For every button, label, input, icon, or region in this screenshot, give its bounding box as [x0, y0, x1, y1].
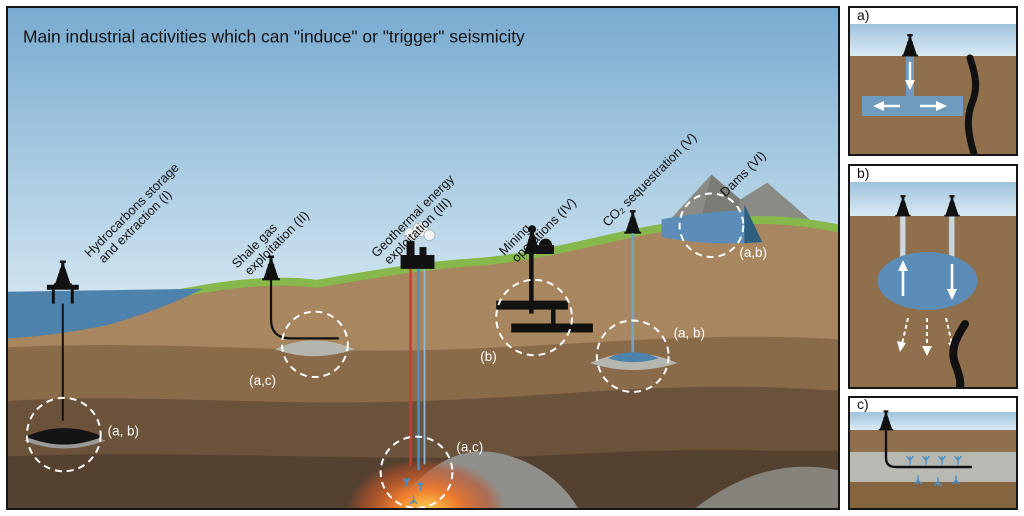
strata-layers: [8, 336, 838, 508]
inset-a-injection-arrow: [905, 62, 915, 90]
shale-horizontal-well: [269, 279, 339, 340]
bedrock-mound-right: [695, 466, 838, 508]
mine-headframe-icon: [524, 225, 555, 255]
inset-a-aquifer-layer: [862, 96, 963, 116]
co2-plume: [607, 352, 659, 363]
inset-panel-a: a): [848, 6, 1018, 156]
magma-intrusion: [346, 458, 507, 508]
inset-c-horizontal-well: [884, 430, 972, 469]
inset-a-label: a): [857, 8, 869, 23]
seismic-zone-circle-dam: [678, 192, 745, 258]
mech-label-dam: (a,b): [739, 245, 767, 260]
inset-c-ground-lower: [850, 482, 1016, 508]
seismic-zone-circle-co2: [595, 319, 670, 393]
inset-b-extraction-arrow: [898, 260, 908, 296]
figure-title: Main industrial activities which can "in…: [23, 27, 525, 47]
geothermal-plant-icon: [400, 221, 436, 269]
mechanism-labels: (a, b) (a,c) (a,c) (b) (a, b) (a,b): [108, 245, 767, 454]
inset-b-fault-line: [949, 320, 969, 387]
inset-c-ground-upper: [850, 430, 1016, 452]
inset-b-sky: [850, 182, 1016, 216]
mech-label-shale: (a,c): [249, 373, 276, 388]
main-diagram: (a, b) (a,c) (a,c) (b) (a, b) (a,b) Hydr…: [8, 8, 838, 508]
inset-b-well-left: [899, 215, 906, 259]
mech-label-geothermal: (a,c): [456, 439, 483, 454]
hydrocarbon-reservoir: [25, 428, 103, 445]
inset-b-diagram: b): [850, 166, 1016, 387]
dam-icon: [744, 204, 763, 244]
inset-b-reservoir: [877, 252, 978, 310]
seismic-zone-circle-mining: [495, 278, 573, 357]
inset-a-diagram: a): [850, 8, 1016, 154]
inset-b-injection-arrow: [947, 264, 957, 300]
mine-tunnels: [496, 254, 593, 333]
inset-a-flow-arrow-left: [873, 101, 900, 111]
shale-reservoir: [275, 340, 355, 357]
seismic-zone-circle-hydrocarbons: [25, 396, 102, 473]
mech-label-mining: (b): [480, 349, 496, 364]
inset-c-label: c): [857, 398, 869, 412]
seismic-zone-circle-shale: [281, 310, 349, 379]
oil-platform-icon: [46, 259, 79, 304]
seismic-zone-circle-geothermal: [379, 435, 454, 508]
inset-b-well-right: [948, 215, 955, 259]
inset-panel-c: c): [848, 396, 1018, 510]
inset-a-fault-line: [964, 54, 980, 154]
inset-a-sky: [850, 24, 1016, 56]
inset-panel-b: b): [848, 164, 1018, 389]
inset-c-diagram: c): [850, 398, 1016, 508]
inset-a-flow-arrow-right: [920, 101, 947, 111]
inset-c-sky: [850, 412, 1016, 430]
vegetation-strip: [145, 216, 838, 303]
main-diagram-panel: (a, b) (a,c) (a,c) (b) (a, b) (a,b) Hydr…: [6, 6, 840, 510]
mech-label-hydrocarbons: (a, b): [108, 424, 139, 439]
dam-reservoir: [661, 210, 746, 244]
sea: [8, 288, 204, 339]
inset-b-label: b): [857, 166, 869, 181]
mech-label-co2: (a, b): [674, 325, 705, 340]
